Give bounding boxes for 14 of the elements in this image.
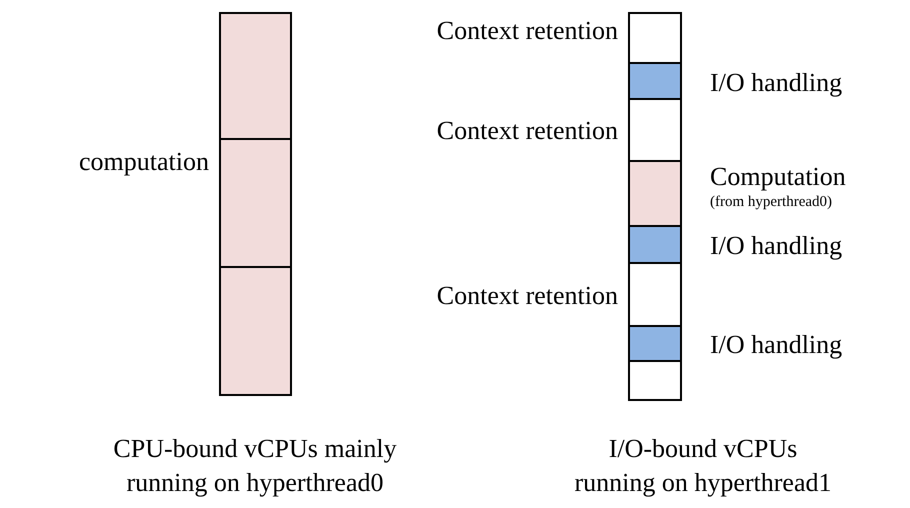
segment-label: I/O handling bbox=[710, 68, 842, 98]
segment-label: Context retention bbox=[436, 16, 618, 46]
segment-label: I/O handling bbox=[710, 330, 842, 360]
segment-label: Context retention bbox=[436, 116, 618, 146]
bar-segment bbox=[628, 360, 682, 401]
bar-segment bbox=[219, 266, 292, 396]
segment-label: Context retention bbox=[436, 281, 618, 311]
segment-note: (from hyperthread0) bbox=[710, 193, 832, 211]
segment-label: Computation bbox=[710, 162, 846, 192]
column-caption: CPU-bound vCPUs mainly running on hyperthread0 bbox=[112, 433, 398, 499]
column-caption: I/O-bound vCPUs running on hyperthread1 bbox=[573, 433, 833, 499]
segment-label: computation bbox=[79, 147, 209, 177]
bar-segment bbox=[219, 138, 292, 268]
segment-label: I/O handling bbox=[710, 231, 842, 261]
